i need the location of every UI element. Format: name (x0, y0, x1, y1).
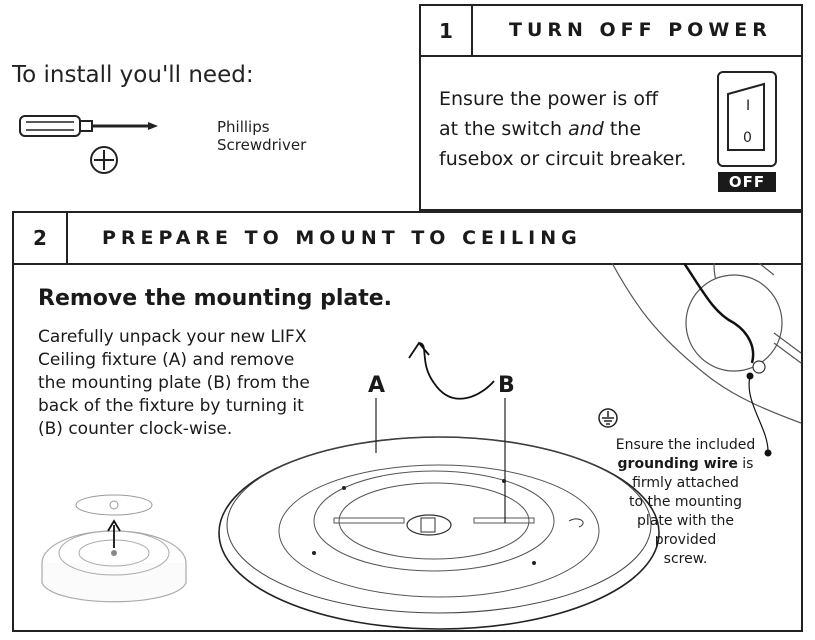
fixture-illustration (41, 263, 801, 630)
switch-top-mark: I (746, 98, 750, 114)
ground-line3: firmly attached (632, 475, 739, 491)
ground-line6: provided (654, 532, 717, 548)
step1-line1: Ensure the power is off (439, 88, 659, 110)
step1-title: TURN OFF POWER (509, 19, 772, 41)
label-a: A (368, 373, 386, 398)
step2-number: 2 (14, 213, 68, 263)
ground-symbol-icon (598, 408, 618, 428)
tools-needed-heading: To install you'll need: (12, 62, 254, 88)
ground-line1: Ensure the included (615, 437, 756, 453)
power-switch-icon: I 0 (717, 71, 777, 167)
step1-body: Ensure the power is off at the switch an… (439, 84, 704, 174)
step1-line2-em: and (568, 118, 604, 140)
step2-panel: 2 PREPARE TO MOUNT TO CEILING (12, 211, 803, 632)
switch-bottom-mark: 0 (743, 130, 752, 146)
step1-line3: fusebox or circuit breaker. (439, 148, 687, 170)
step2-header: 2 PREPARE TO MOUNT TO CEILING (14, 213, 801, 265)
tool-label-line2: Screwdriver (217, 136, 307, 154)
instr-line: back of the fixture by turning it (38, 396, 304, 416)
step2-title: PREPARE TO MOUNT TO CEILING (102, 227, 582, 249)
ground-line7: screw. (663, 551, 708, 567)
off-badge: OFF (718, 172, 776, 192)
step1-header: 1 TURN OFF POWER (421, 6, 801, 57)
step1-number: 1 (421, 6, 473, 55)
ground-bold: grounding wire (617, 456, 738, 472)
step1-line2-post: the (603, 118, 642, 140)
instr-line: Ceiling fixture (A) and remove (38, 350, 295, 370)
ground-line5: plate with the (636, 513, 735, 529)
tool-label: Phillips Screwdriver (217, 118, 347, 154)
instr-line: Carefully unpack your new LIFX (38, 327, 307, 347)
grounding-note: Ensure the included grounding wire is fi… (598, 436, 773, 569)
section-title: Remove the mounting plate. (38, 286, 392, 311)
step1-line2: at the switch and the (439, 114, 704, 144)
instructions: Carefully unpack your new LIFX Ceiling f… (38, 326, 338, 441)
screwdriver-icon (19, 115, 158, 137)
rotate-arrow-icon (408, 341, 435, 384)
instr-line: the mounting plate (B) from the (38, 373, 310, 393)
ground-line4: to the mounting (628, 494, 743, 510)
ground-line2: grounding wire is (598, 455, 773, 474)
step1-panel: 1 TURN OFF POWER Ensure the power is off… (419, 4, 803, 211)
ground-line2-post: is (737, 456, 754, 472)
tool-label-line1: Phillips (217, 118, 270, 136)
label-b: B (498, 373, 515, 398)
phillips-head-icon (90, 146, 118, 174)
step1-line2-pre: at the switch (439, 118, 569, 140)
instr-line: (B) counter clock-wise. (38, 419, 233, 439)
